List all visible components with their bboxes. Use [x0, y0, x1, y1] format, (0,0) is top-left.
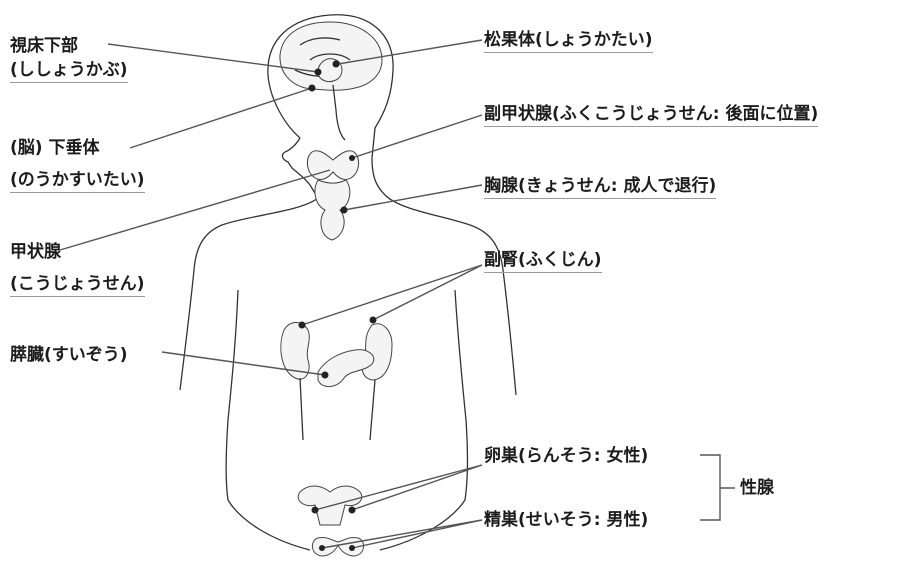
label-adrenal: 副腎(ふくじん): [484, 250, 602, 273]
pituitary-dot: [309, 85, 316, 92]
label-hypothalamus-reading: (ししょうかぶ): [10, 60, 128, 83]
thyroid-shape: [307, 151, 358, 180]
label-thyroid-reading: (こうじょうせん): [10, 274, 145, 297]
label-parathyroid: 副甲状腺(ふくこうじょうせん: 後面に位置): [484, 104, 818, 127]
label-ovary: 卵巣(らんそう: 女性): [484, 446, 648, 466]
label-pineal: 松果体(しょうかたい): [484, 30, 653, 53]
parathyroid-dot: [349, 155, 355, 161]
label-testis: 精巣(せいそう: 男性): [484, 510, 648, 530]
leader-line-thymus: [344, 185, 482, 210]
leader-line-pituitary: [130, 88, 312, 148]
hypothalamus-dot: [315, 69, 322, 76]
label-pancreas: 膵臓(すいぞう): [10, 345, 128, 365]
label-thyroid-name: 甲状腺: [10, 242, 61, 262]
label-hypothalamus-name: 視床下部: [10, 36, 78, 56]
label-pituitary-name: (脳) 下垂体: [10, 138, 99, 158]
testis-left-dot: [319, 545, 325, 551]
leader-line-parathyroid: [352, 115, 482, 158]
leader-line-adrenal-right: [373, 265, 482, 320]
testis-right-dot: [349, 545, 355, 551]
thymus-dot: [341, 207, 348, 214]
adrenal-left-dot: [299, 322, 306, 329]
ovary-left-dot: [312, 507, 319, 514]
pineal-dot: [333, 61, 340, 68]
leader-line-testis-right: [352, 520, 482, 548]
pancreas-shape: [318, 350, 374, 387]
ovary-right-dot: [349, 507, 356, 514]
label-thymus: 胸腺(きょうせん: 成人で退行): [484, 176, 716, 199]
pancreas-dot: [322, 372, 329, 379]
label-gonad: 性腺: [740, 478, 774, 498]
gonad-bracket: [700, 455, 735, 520]
label-pituitary-reading: (のうかすいたい): [10, 170, 145, 193]
adrenal-right-dot: [370, 317, 377, 324]
